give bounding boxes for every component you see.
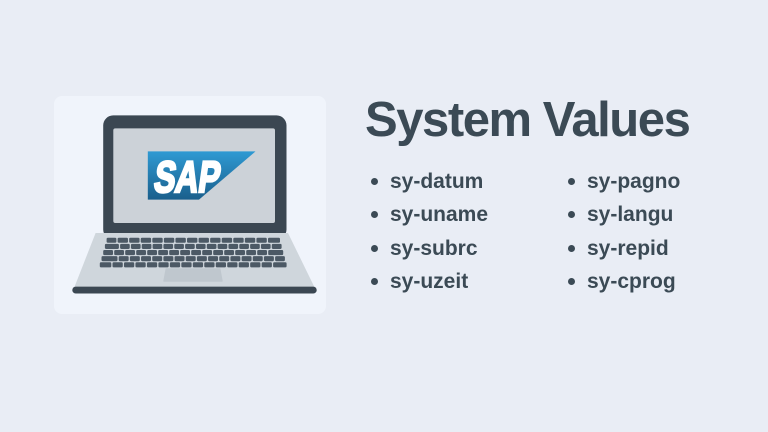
svg-text:SAP: SAP: [151, 153, 223, 202]
